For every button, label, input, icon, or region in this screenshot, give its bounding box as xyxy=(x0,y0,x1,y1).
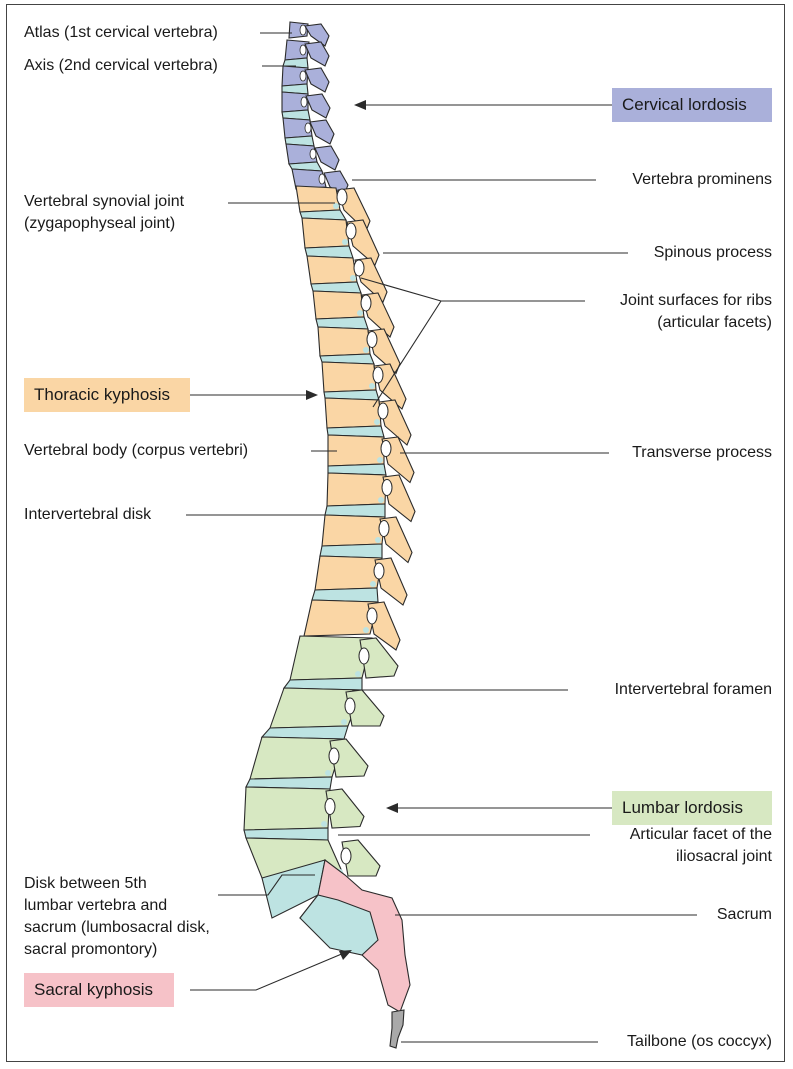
vertebral-body xyxy=(244,787,330,830)
articular-facet xyxy=(363,347,369,353)
articular-facet xyxy=(341,719,347,725)
leader-lines xyxy=(186,33,697,1042)
articular-facet xyxy=(357,310,363,316)
facet-joint xyxy=(310,149,316,159)
label-intervertebral-foramen: Intervertebral foramen xyxy=(615,679,772,701)
facet-joint xyxy=(378,403,388,419)
facet-joint xyxy=(374,563,384,579)
facet-joint xyxy=(301,97,307,107)
facet-joint xyxy=(305,123,311,133)
label-atlas: Atlas (1st cervical vertebra) xyxy=(24,22,218,44)
label-axis: Axis (2nd cervical vertebra) xyxy=(24,55,218,77)
facet-joint xyxy=(329,748,339,764)
articular-facet xyxy=(369,383,375,389)
facet-joint xyxy=(300,45,306,55)
facet-joint xyxy=(361,295,371,311)
label-tailbone: Tailbone (os coccyx) xyxy=(627,1031,772,1053)
articular-facet xyxy=(350,275,356,281)
facet-joint xyxy=(337,189,347,205)
articular-facet xyxy=(342,239,348,245)
articular-facet xyxy=(363,627,369,633)
facet-joint xyxy=(367,332,377,348)
articular-facet xyxy=(377,457,383,463)
facet-joint xyxy=(345,698,355,714)
facet-joint xyxy=(346,223,356,239)
label-intervertebral-disk: Intervertebral disk xyxy=(24,504,151,526)
vertebral-body xyxy=(322,362,376,392)
facet-joint xyxy=(379,521,389,537)
vertebral-body xyxy=(307,256,357,284)
spinous-process xyxy=(306,94,330,118)
articular-facet xyxy=(355,671,361,677)
facet-joint xyxy=(367,608,377,624)
facet-joint xyxy=(325,799,335,815)
label-lumbosacral-line4: sacral promontory) xyxy=(24,939,157,961)
label-transverse-process: Transverse process xyxy=(632,442,772,464)
region-lumbar-lordosis: Lumbar lordosis xyxy=(612,791,772,825)
articular-facet xyxy=(375,537,381,543)
facet-joint xyxy=(373,367,383,383)
label-vertebra-prominens: Vertebra prominens xyxy=(632,169,772,191)
label-lumbosacral-line2: lumbar vertebra and xyxy=(24,895,167,917)
vertebral-column xyxy=(244,22,415,1048)
spinous-process xyxy=(305,68,329,92)
spinous-process xyxy=(310,120,334,144)
facet-joint xyxy=(381,441,391,457)
label-joint-surfaces-line2: (articular facets) xyxy=(657,312,772,334)
vertebral-body xyxy=(296,186,340,212)
arrow-cervical-head xyxy=(354,100,366,110)
label-lumbosacral-line1: Disk between 5th xyxy=(24,873,147,895)
label-synovial-joint-line2: (zygapophyseal joint) xyxy=(24,213,175,235)
facet-joint xyxy=(341,848,351,864)
facet-joint xyxy=(354,260,364,276)
facet-joint xyxy=(300,71,306,81)
vertebral-body xyxy=(325,398,381,428)
label-joint-surfaces-line1: Joint surfaces for ribs xyxy=(620,290,772,312)
arrow-thoracic-head xyxy=(306,390,318,400)
articular-facet xyxy=(333,203,339,209)
facet-joint xyxy=(359,648,369,664)
label-spinous-process: Spinous process xyxy=(654,242,772,264)
articular-facet xyxy=(321,821,327,827)
region-thoracic-kyphosis: Thoracic kyphosis xyxy=(24,378,190,412)
label-iliosacral-line2: iliosacral joint xyxy=(676,846,772,868)
label-synovial-joint-line1: Vertebral synovial joint xyxy=(24,191,184,213)
arrow-lumbar-head xyxy=(386,803,398,813)
articular-facet xyxy=(374,419,380,425)
label-lumbosacral-line3: sacrum (lumbosacral disk, xyxy=(24,917,210,939)
label-vertebral-body: Vertebral body (corpus vertebri) xyxy=(24,440,248,462)
vertebral-body xyxy=(313,291,364,319)
articular-facet xyxy=(370,581,376,587)
vertebral-body xyxy=(327,473,386,506)
facet-joint xyxy=(319,174,325,184)
articular-facet xyxy=(325,770,331,776)
label-sacrum: Sacrum xyxy=(717,904,772,926)
facet-joint xyxy=(300,25,306,35)
region-cervical-lordosis: Cervical lordosis xyxy=(612,88,772,122)
articular-facet xyxy=(378,497,384,503)
vertebral-body xyxy=(318,327,370,356)
arrow-sacral-head xyxy=(339,950,352,960)
label-iliosacral-line1: Articular facet of the xyxy=(630,824,772,846)
region-sacral-kyphosis: Sacral kyphosis xyxy=(24,973,174,1007)
facet-joint xyxy=(382,480,392,496)
vertebral-body xyxy=(302,218,349,248)
leader-sacral-kyphosis xyxy=(190,953,344,990)
